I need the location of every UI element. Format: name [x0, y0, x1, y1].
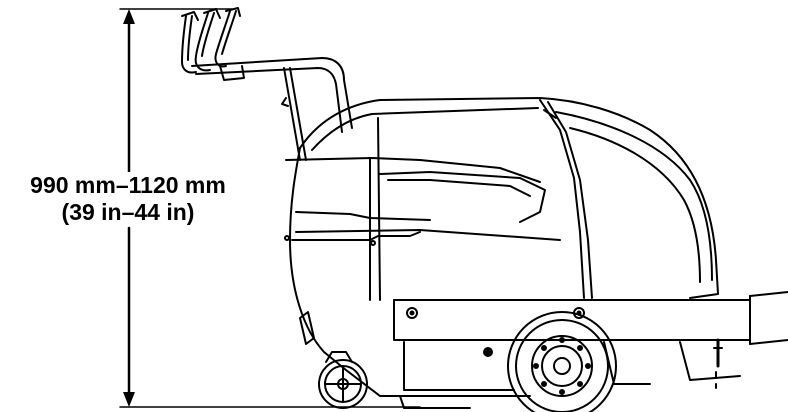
caster-wheel — [318, 351, 368, 409]
handle-bar — [191, 57, 353, 161]
handle-grips — [181, 7, 241, 74]
height-dimension-imperial: (39 in–44 in) — [0, 199, 256, 226]
large-wheel — [507, 311, 617, 412]
height-dimension-metric: 990 mm–1120 mm — [0, 172, 256, 199]
height-dimension-arrow — [123, 9, 135, 407]
frame-bolts — [406, 307, 585, 357]
machine-body — [284, 97, 788, 409]
squeegee-post — [713, 338, 723, 389]
